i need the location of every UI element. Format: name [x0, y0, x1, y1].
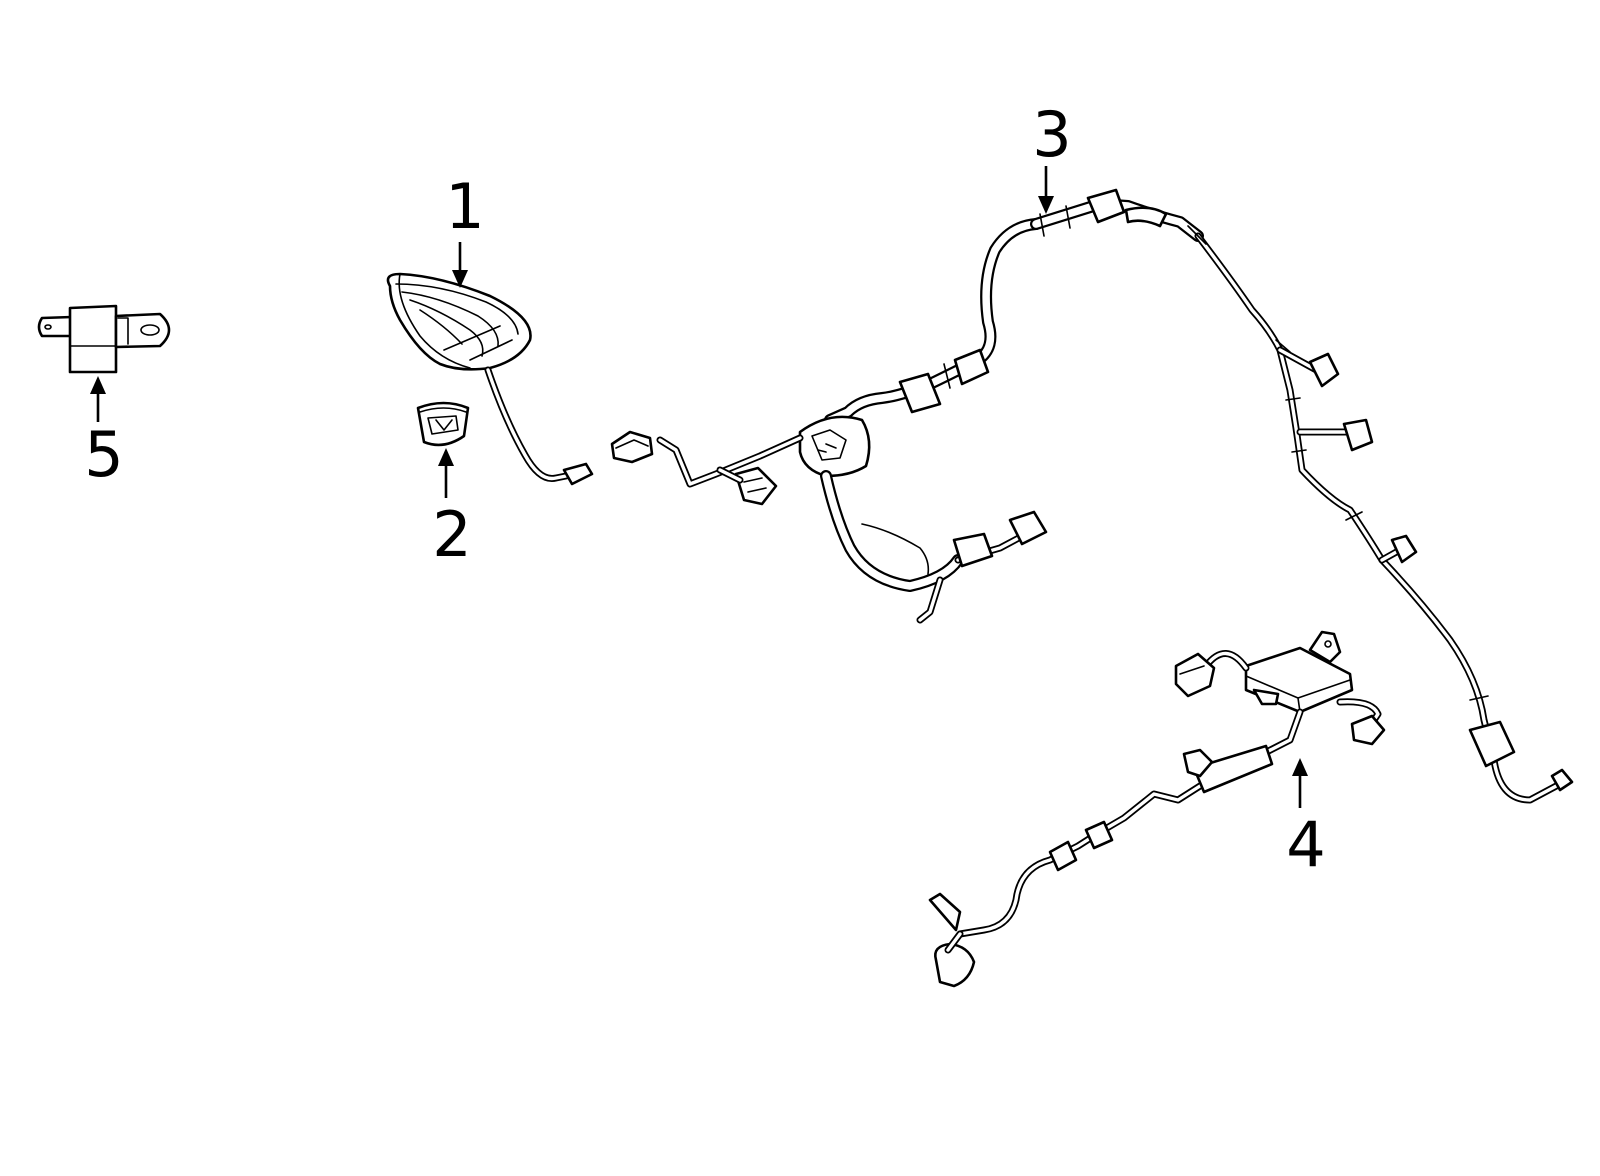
- callout-number-4: 4: [1286, 808, 1325, 881]
- callout-number-3: 3: [1032, 98, 1071, 171]
- part-1-antenna: [386, 272, 532, 371]
- part-5-terminal: [37, 304, 171, 374]
- callout-2: 2: [432, 448, 472, 571]
- part-2-nut: [416, 401, 470, 447]
- callout-number-2: 2: [432, 498, 471, 571]
- antenna-lead-wire: [484, 366, 594, 486]
- callout-number-1: 1: [445, 170, 484, 243]
- callout-4: 4: [1286, 758, 1326, 881]
- part-3-wiring-harness: [610, 188, 1574, 804]
- callout-number-5: 5: [84, 418, 123, 491]
- callout-3: 3: [1032, 98, 1072, 214]
- callout-1: 1: [445, 170, 485, 288]
- callout-5: 5: [84, 376, 124, 491]
- part-4-sub-harness: [928, 630, 1386, 988]
